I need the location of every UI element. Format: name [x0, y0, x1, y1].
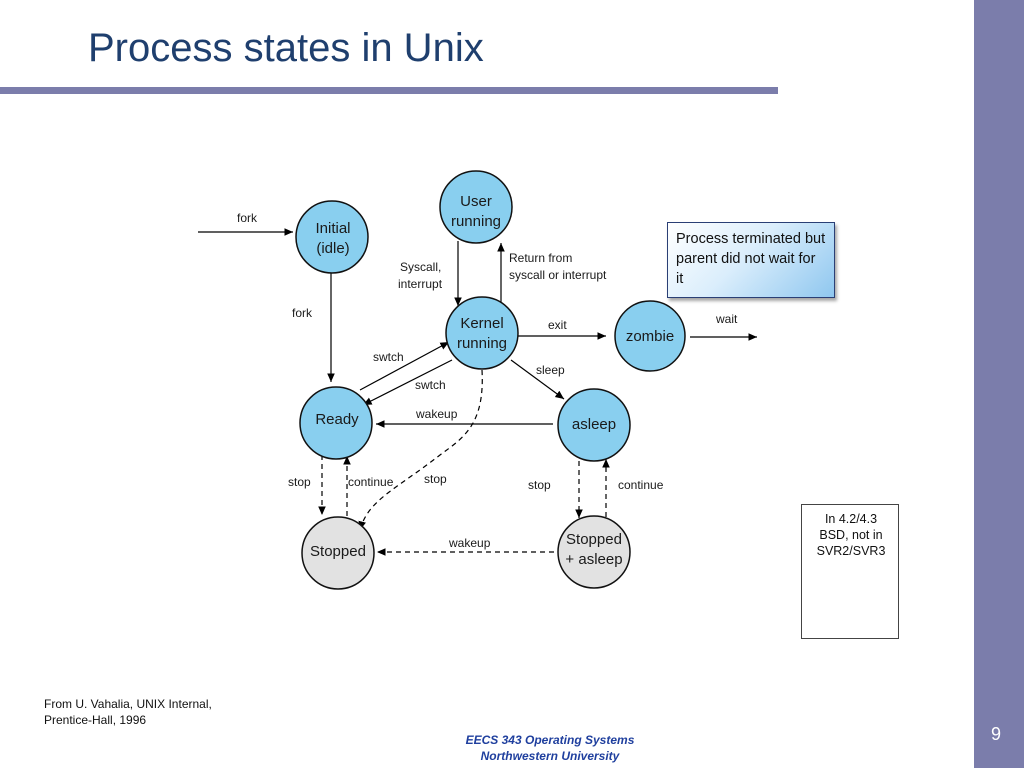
state-label: running [451, 213, 501, 230]
source-citation: From U. Vahalia, UNIX Internal, Prentice… [44, 697, 212, 727]
state-asleep: asleep [557, 388, 631, 462]
page-number: 9 [990, 724, 1001, 744]
label-fork-in: fork [237, 211, 258, 225]
state-initial: Initial (idle) [295, 200, 369, 274]
label-swtch-up: swtch [373, 350, 404, 364]
label-continue-right: continue [618, 478, 664, 492]
state-kernel-running: Kernel running [445, 296, 519, 370]
title-underline [0, 87, 778, 94]
label-sleep: sleep [536, 363, 565, 377]
label-return-line: Return from [509, 251, 572, 265]
state-stopped: Stopped [301, 516, 375, 590]
label-syscall-line: Syscall, [400, 260, 441, 274]
state-label: running [457, 335, 507, 352]
state-label: Initial [315, 220, 350, 237]
label-continue-left: continue [348, 475, 394, 489]
bsd-note-box: In 4.2/4.3 BSD, not in SVR2/SVR3 [801, 504, 899, 639]
state-user-running: User running [439, 170, 513, 244]
footer: EECS 343 Operating Systems Northwestern … [420, 732, 680, 764]
svg-text:Initial(idle): Initial (idle) [315, 220, 350, 257]
state-label: asleep [572, 416, 616, 433]
edge-sleep [510, 359, 565, 400]
svg-text:Stopped+ asleep: Stopped + asleep [565, 531, 622, 568]
label-swtch-down: swtch [415, 378, 446, 392]
state-label: Stopped [310, 543, 366, 560]
state-label: + asleep [565, 551, 622, 568]
label-stop-mid: stop [424, 472, 447, 486]
label-syscall: Syscall, interrupt [398, 260, 443, 291]
state-label: Ready [315, 411, 359, 428]
label-fork: fork [292, 306, 313, 320]
state-label: Kernel [460, 315, 503, 332]
state-label: User [460, 193, 492, 210]
bsd-note-line: SVR2/SVR3 [816, 544, 886, 558]
label-syscall-line: interrupt [398, 277, 443, 291]
state-stopped-asleep: Stopped + asleep [557, 515, 631, 589]
edge-swtch-up [359, 341, 450, 391]
footer-course: EECS 343 Operating Systems [465, 733, 635, 747]
edge-stop-mid [358, 369, 483, 531]
label-return-line: syscall or interrupt [509, 268, 607, 282]
label-return: Return from syscall or interrupt [509, 251, 607, 282]
label-exit: exit [548, 318, 567, 332]
page-title: Process states in Unix [88, 26, 484, 70]
footer-university: Northwestern University [480, 749, 620, 763]
state-label: (idle) [316, 240, 349, 257]
bsd-note-line: BSD, not in [819, 528, 883, 542]
label-stop-right: stop [528, 478, 551, 492]
state-label: zombie [626, 328, 674, 345]
state-ready: Ready [299, 386, 373, 460]
edge-swtch-down [362, 359, 453, 406]
bsd-note-line: In 4.2/4.3 [824, 512, 878, 526]
sidebar-bar [974, 0, 1024, 768]
bsd-note-text: In 4.2/4.3 BSD, not in SVR2/SVR3 [802, 511, 900, 559]
label-wait: wait [715, 312, 738, 326]
state-label: Stopped [566, 531, 622, 548]
label-stop-left: stop [288, 475, 311, 489]
label-wakeup-bottom: wakeup [448, 536, 491, 550]
label-wakeup-top: wakeup [415, 407, 458, 421]
state-zombie: zombie [614, 300, 686, 372]
zombie-callout: Process terminated but parent did not wa… [667, 222, 835, 298]
